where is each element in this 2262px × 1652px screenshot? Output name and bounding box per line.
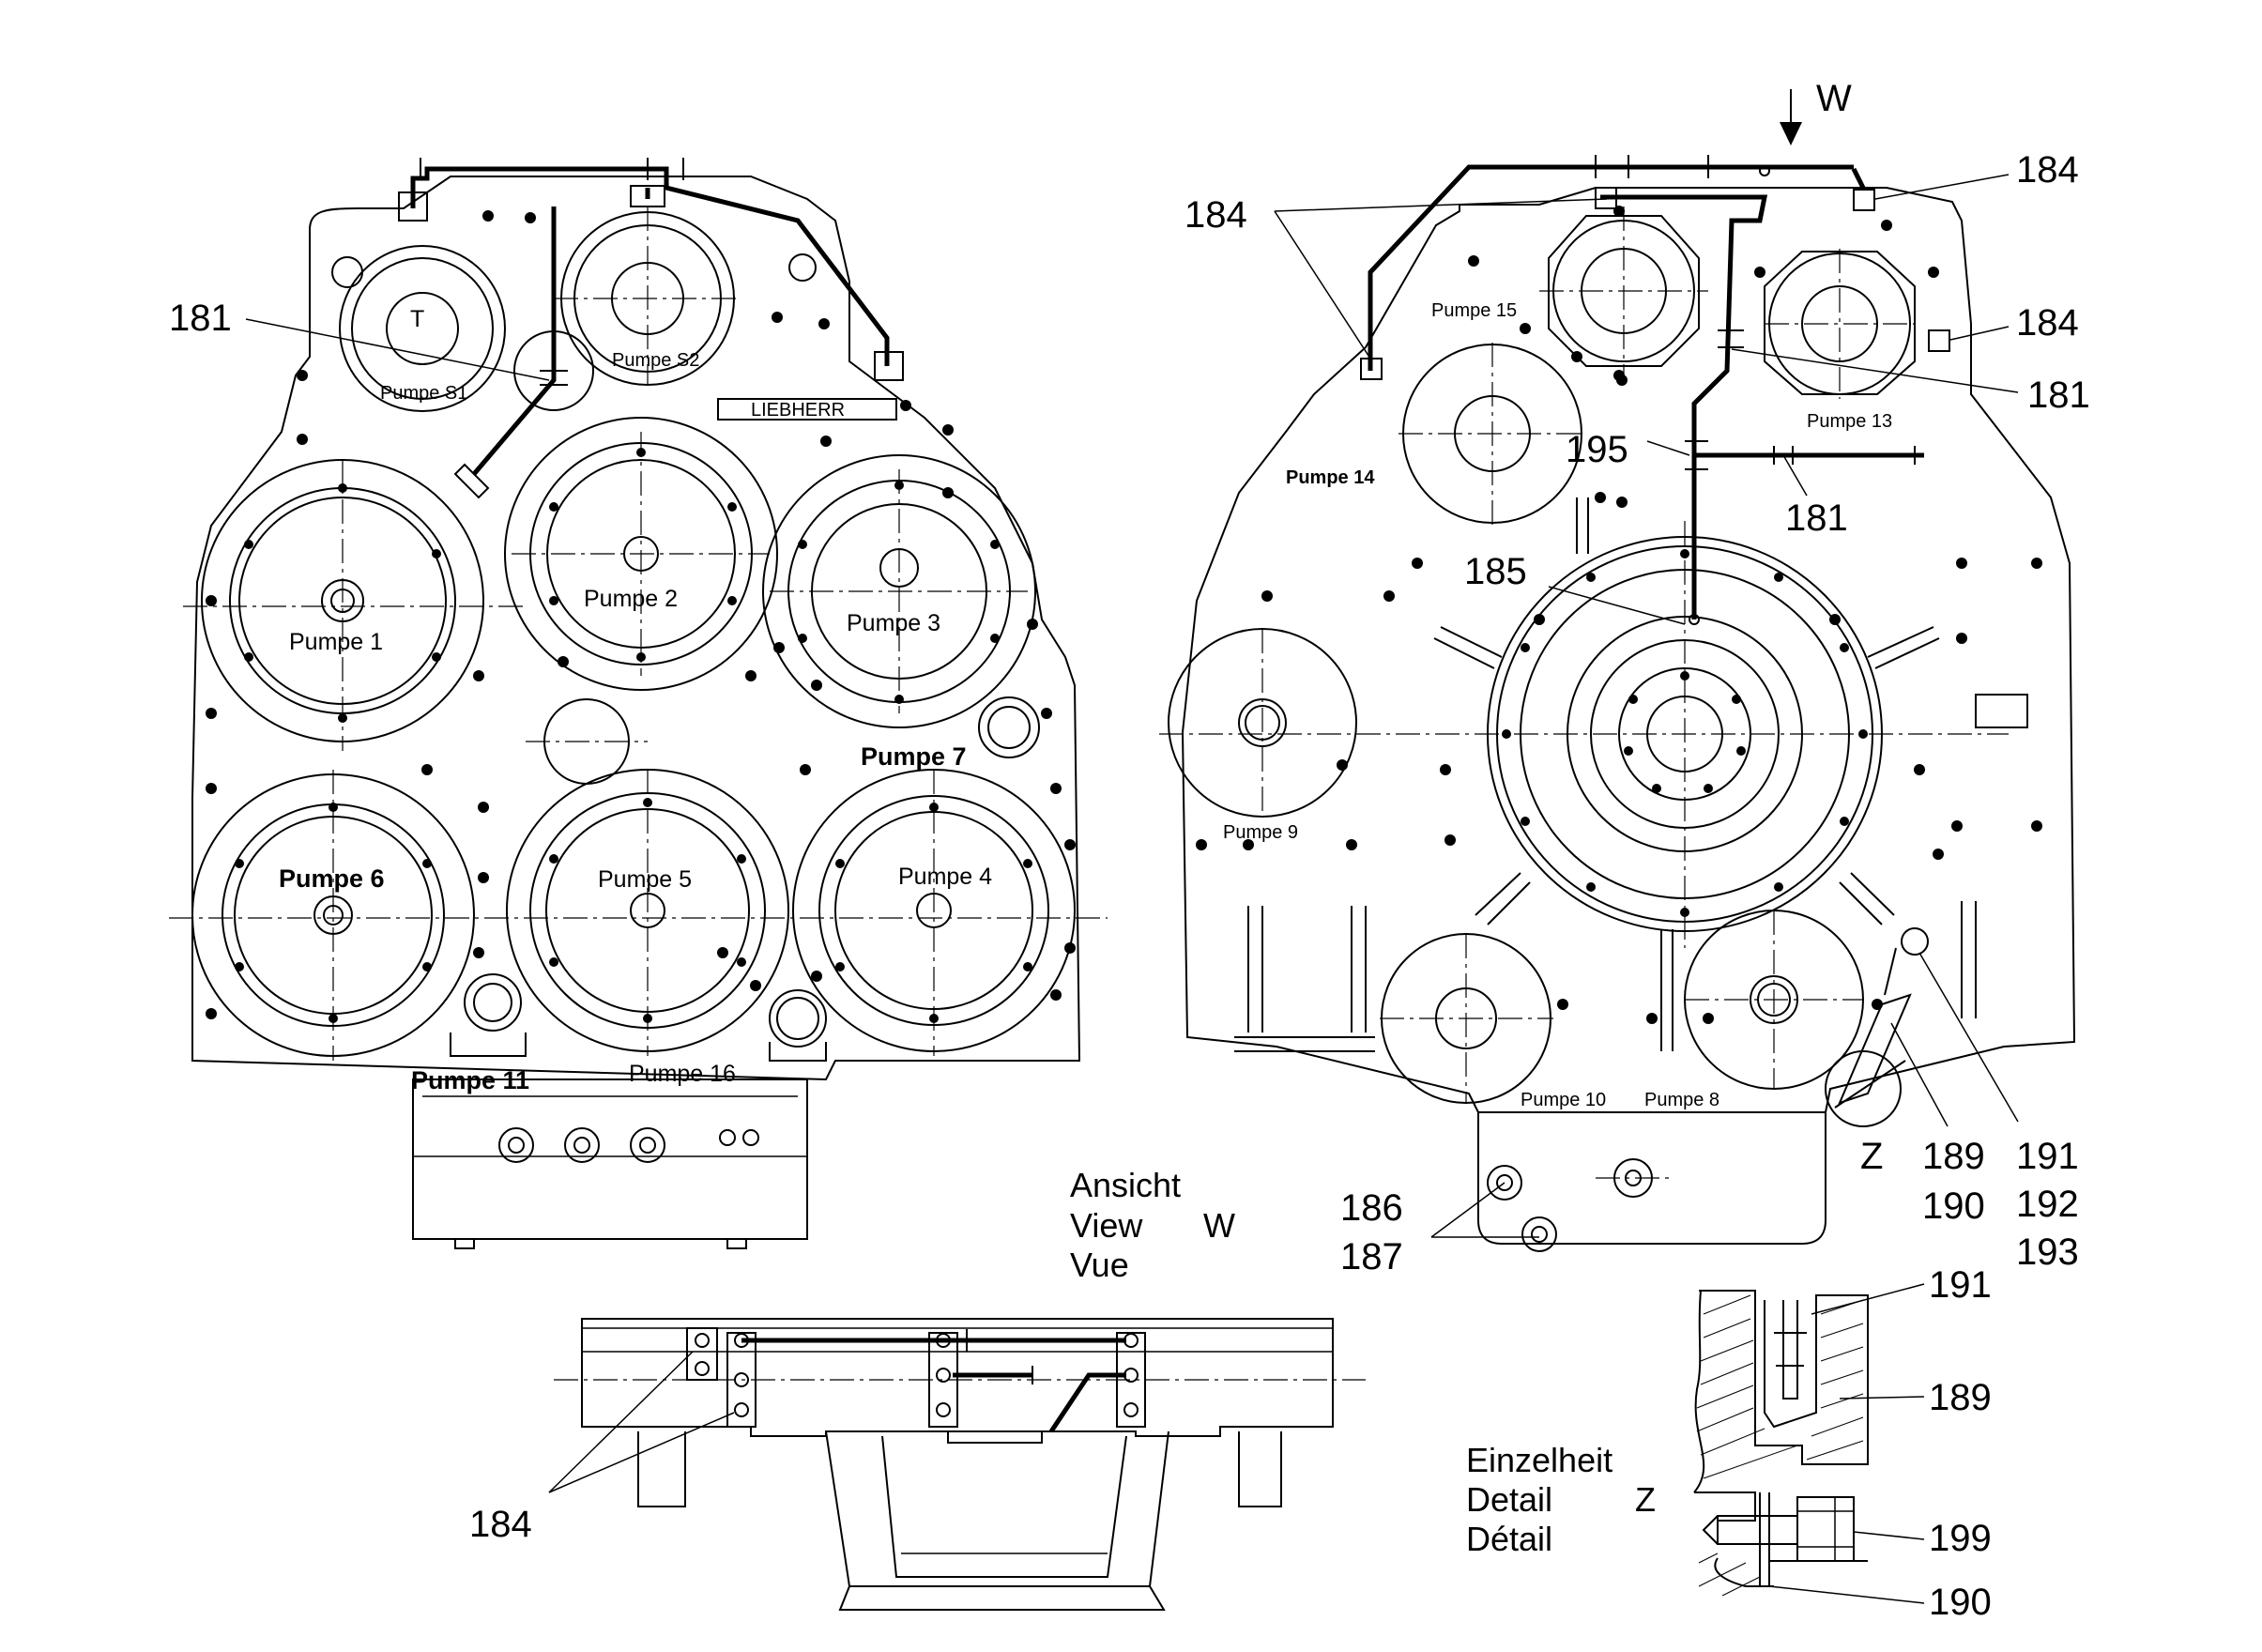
svg-text:T: T bbox=[410, 306, 424, 332]
callout-192: 192 bbox=[2016, 1184, 2079, 1225]
label-pump-1: Pumpe 1 bbox=[289, 629, 383, 655]
label-pump-16: Pumpe 16 bbox=[629, 1061, 736, 1087]
label-pump-6: Pumpe 6 bbox=[279, 864, 385, 893]
label-pump-s1: Pumpe S1 bbox=[380, 383, 467, 404]
pump-4-flange bbox=[792, 769, 1076, 1056]
label-pump-3: Pumpe 3 bbox=[847, 610, 940, 636]
view-label-letter-w: W bbox=[1203, 1206, 1235, 1245]
callout-181-right-a: 181 bbox=[2027, 375, 2090, 416]
detail-label-detail: Detail bbox=[1466, 1480, 1552, 1519]
callout-191-detail: 191 bbox=[1929, 1264, 1992, 1306]
detail-label-letter-z: Z bbox=[1635, 1480, 1656, 1519]
main-drive-flange bbox=[1159, 521, 2009, 948]
callout-184-mid-right: 184 bbox=[2016, 302, 2079, 344]
label-pump-2: Pumpe 2 bbox=[584, 586, 678, 612]
callout-184-bottom: 184 bbox=[469, 1504, 532, 1545]
pump-7-flange bbox=[978, 696, 1040, 758]
label-pump-14: Pumpe 14 bbox=[1286, 467, 1375, 488]
detail-z-drawing bbox=[1693, 1290, 1869, 1597]
label-pump-15: Pumpe 15 bbox=[1431, 300, 1517, 321]
callout-190: 190 bbox=[1922, 1185, 1985, 1227]
pump-1-flange bbox=[183, 459, 526, 751]
callout-186: 186 bbox=[1340, 1187, 1403, 1229]
left-sump-box bbox=[412, 1078, 808, 1240]
z-mark: Z bbox=[1860, 1136, 1883, 1177]
liebherr-brand: LIEBHERR bbox=[751, 400, 845, 421]
left-housing-outline bbox=[191, 176, 1081, 1081]
callout-181-right-b: 181 bbox=[1785, 497, 1848, 539]
right-view bbox=[1159, 155, 2076, 1252]
label-pump-10: Pumpe 10 bbox=[1521, 1090, 1606, 1110]
pump-s2-flange bbox=[554, 206, 741, 386]
pump-16-flange bbox=[769, 989, 827, 1048]
callout-191: 191 bbox=[2016, 1136, 2079, 1177]
pump-2-flange bbox=[504, 417, 778, 691]
callout-190-detail: 190 bbox=[1929, 1582, 1992, 1623]
pump-6-flange bbox=[169, 770, 1108, 1061]
callout-189-detail: 189 bbox=[1929, 1377, 1992, 1418]
liebherr-plate bbox=[717, 398, 897, 421]
label-pump-7: Pumpe 7 bbox=[861, 742, 967, 771]
label-pump-11: Pumpe 11 bbox=[411, 1066, 529, 1094]
callout-189: 189 bbox=[1922, 1136, 1985, 1177]
z-detail-marker bbox=[1825, 1050, 1902, 1127]
label-pump-5: Pumpe 5 bbox=[598, 866, 692, 893]
pump-8-flange bbox=[1684, 910, 1864, 1090]
right-housing-outline bbox=[1181, 187, 2076, 1113]
callout-195: 195 bbox=[1566, 429, 1628, 470]
callout-185: 185 bbox=[1464, 551, 1527, 592]
callout-199-detail: 199 bbox=[1929, 1518, 1992, 1559]
view-label-ansicht: Ansicht bbox=[1070, 1166, 1181, 1204]
callout-193: 193 bbox=[2016, 1231, 2079, 1273]
pump-3-flange bbox=[762, 454, 1036, 728]
detail-label-einzelheit: Einzelheit bbox=[1466, 1441, 1612, 1479]
detail-label-detail-fr: Détail bbox=[1466, 1520, 1552, 1558]
pump-14-flange bbox=[1398, 343, 1586, 526]
label-pump-13: Pumpe 13 bbox=[1807, 411, 1892, 432]
pump-10-flange bbox=[1380, 933, 1553, 1104]
callout-184-top-right: 184 bbox=[2016, 149, 2079, 191]
pump-5-flange bbox=[506, 769, 789, 1056]
pump-9-flange bbox=[1168, 628, 1357, 818]
view-label-vue: Vue bbox=[1070, 1246, 1129, 1284]
pump-15-flange bbox=[1539, 206, 1708, 375]
view-label-view: View bbox=[1070, 1206, 1143, 1245]
callout-181-left: 181 bbox=[169, 298, 232, 339]
right-sump-box bbox=[1477, 1111, 1826, 1245]
callout-187: 187 bbox=[1340, 1236, 1403, 1277]
callout-184-top-left: 184 bbox=[1184, 194, 1247, 236]
label-pump-4: Pumpe 4 bbox=[898, 864, 992, 890]
left-view: T bbox=[169, 158, 1108, 1249]
view-direction-arrow-w bbox=[1780, 89, 1802, 145]
pump-s1-flange: T bbox=[339, 245, 506, 412]
label-pump-s2: Pumpe S2 bbox=[612, 350, 699, 371]
label-pump-9: Pumpe 9 bbox=[1223, 822, 1298, 843]
pump-13-flange bbox=[1764, 249, 1916, 399]
pump-11-flange bbox=[464, 973, 522, 1032]
callout-w: W bbox=[1816, 78, 1852, 119]
label-pump-8: Pumpe 8 bbox=[1644, 1090, 1719, 1110]
view-w-drawing bbox=[554, 1318, 1366, 1611]
